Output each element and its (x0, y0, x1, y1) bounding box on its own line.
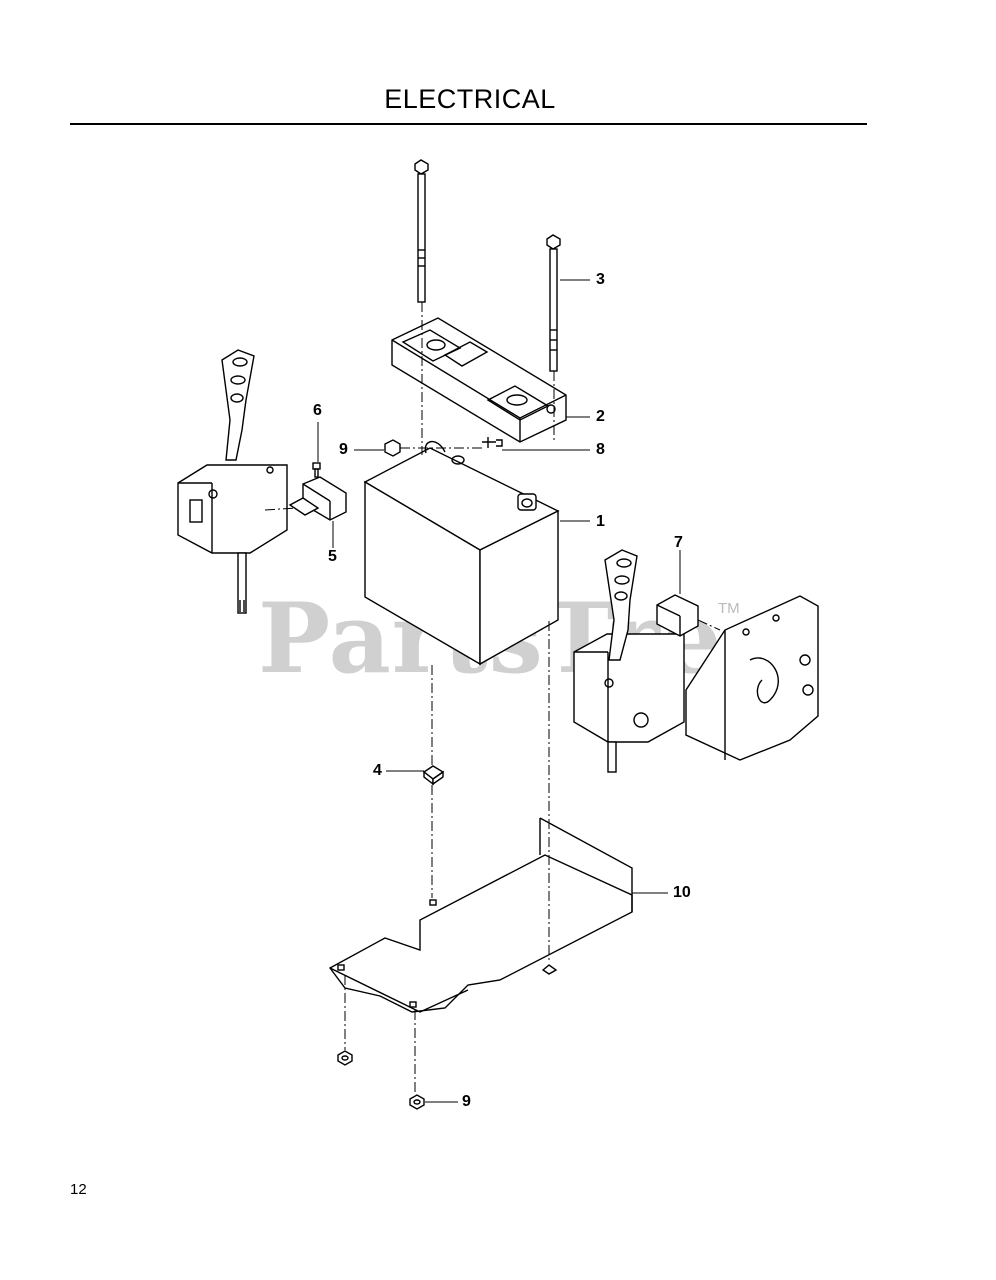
page-number: 12 (70, 1181, 87, 1198)
bolt-left (414, 159, 429, 303)
callout-2: 2 (596, 408, 605, 425)
leader-lines (317, 279, 681, 1103)
page-title: ELECTRICAL (384, 84, 556, 114)
battery-terminal-hardware (384, 437, 503, 457)
callout-3: 3 (596, 271, 605, 288)
callout-1: 1 (596, 513, 605, 530)
title-rule (70, 123, 867, 125)
tray-nuts (337, 1050, 425, 1110)
callout-9-lower: 9 (462, 1093, 471, 1110)
left-lever-assembly (177, 349, 288, 614)
callout-8: 8 (596, 441, 605, 458)
callout-10: 10 (673, 884, 691, 901)
callout-6: 6 (313, 402, 322, 419)
alignment-lines (264, 302, 721, 1094)
callout-5: 5 (328, 548, 337, 565)
bolt-right (546, 234, 561, 372)
callout-4: 4 (373, 762, 382, 779)
callout-9-upper: 9 (339, 441, 348, 458)
battery (363, 440, 560, 666)
right-lever-assembly (573, 549, 685, 773)
switch-relay (288, 462, 347, 521)
mounting-bracket (685, 595, 819, 761)
safety-switch (656, 594, 699, 637)
callout-7: 7 (674, 534, 683, 551)
battery-tray (328, 817, 633, 1013)
battery-holddown (391, 317, 567, 443)
watermark-trademark: TM (718, 600, 740, 617)
clamp-nut (422, 765, 445, 786)
